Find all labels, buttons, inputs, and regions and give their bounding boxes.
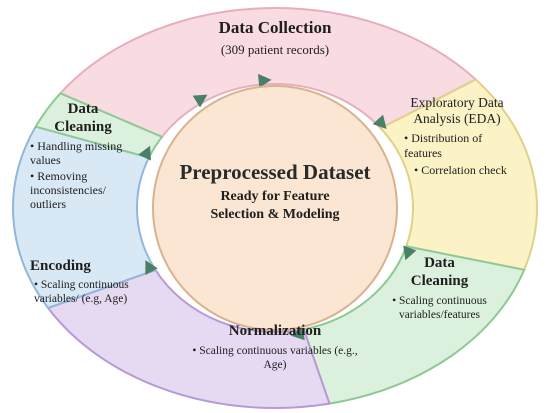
stage-normalization-bullet: • Scaling continuous variables (e.g., Ag…: [170, 344, 380, 372]
center-label: Preprocessed Dataset Ready for Feature S…: [155, 160, 395, 224]
flow-arrow-icon: [403, 245, 417, 261]
flow-arrow-icon: [372, 114, 387, 130]
flow-arrow-icon: [138, 145, 151, 161]
center-title: Preprocessed Dataset: [179, 160, 371, 184]
flow-arrow-icon: [258, 73, 272, 88]
stage-normalization: Normalization • Scaling continuous varia…: [170, 322, 380, 372]
stage-data-cleaning-left-bullet: Removing inconsistencies/ outliers: [30, 169, 134, 211]
flow-arrow-icon: [145, 260, 158, 275]
stage-encoding-bullet-text: Scaling continuous variables/ (e.g, Age): [34, 279, 129, 305]
stage-data-collection: Data Collection (309 patient records): [160, 18, 390, 58]
segment-data-cleaning-right: [302, 245, 526, 405]
stage-eda: Exploratory Data Analysis (EDA) Distribu…: [392, 95, 522, 178]
stage-encoding-bullet: • Scaling continuous variables/ (e.g, Ag…: [22, 278, 132, 306]
bullet-dot: •: [192, 345, 200, 357]
bullet-dot: •: [34, 279, 41, 291]
stage-data-cleaning-right-bullet-text: Scaling continuous variables/features: [398, 295, 487, 321]
stage-data-cleaning-right: Data Cleaning • Scaling continuous varia…: [352, 254, 527, 322]
stage-data-cleaning-right-title: Data Cleaning: [410, 255, 469, 289]
segment-data-collection: [58, 7, 478, 139]
stage-data-cleaning-left-bullet: Handling missing values: [30, 139, 130, 167]
stage-eda-title: Exploratory Data Analysis (EDA): [410, 95, 504, 126]
stage-data-cleaning-right-bullet: • Scaling continuous variables/features: [352, 294, 527, 322]
stage-data-cleaning-left-title: Data Cleaning: [54, 101, 112, 135]
stage-normalization-title: Normalization: [228, 323, 322, 339]
flow-arrow-icon: [290, 326, 305, 341]
stage-eda-bullets: Distribution of features Correlation che…: [392, 131, 522, 178]
stage-encoding: Encoding • Scaling continuous variables/…: [22, 257, 147, 306]
stage-normalization-bullet-text: Scaling continuous variables (e.g., Age): [199, 345, 358, 371]
stage-data-collection-detail: (309 patient records): [220, 42, 330, 57]
stage-data-cleaning-left: Data Cleaning Handling missing values Re…: [18, 100, 148, 211]
stage-encoding-title: Encoding: [30, 258, 91, 274]
stage-data-collection-title: Data Collection: [218, 18, 332, 37]
flow-arrow-icon: [192, 94, 208, 108]
bullet-dot: •: [392, 295, 400, 307]
stage-eda-bullet: Distribution of features: [404, 131, 504, 161]
stage-eda-bullet: Correlation check: [404, 163, 514, 178]
segment-normalization: [46, 268, 331, 409]
center-circle: [152, 85, 398, 331]
center-subtitle: Ready for Feature Selection & Modeling: [210, 189, 340, 222]
stage-data-cleaning-left-bullets: Handling missing values Removing inconsi…: [18, 139, 148, 211]
